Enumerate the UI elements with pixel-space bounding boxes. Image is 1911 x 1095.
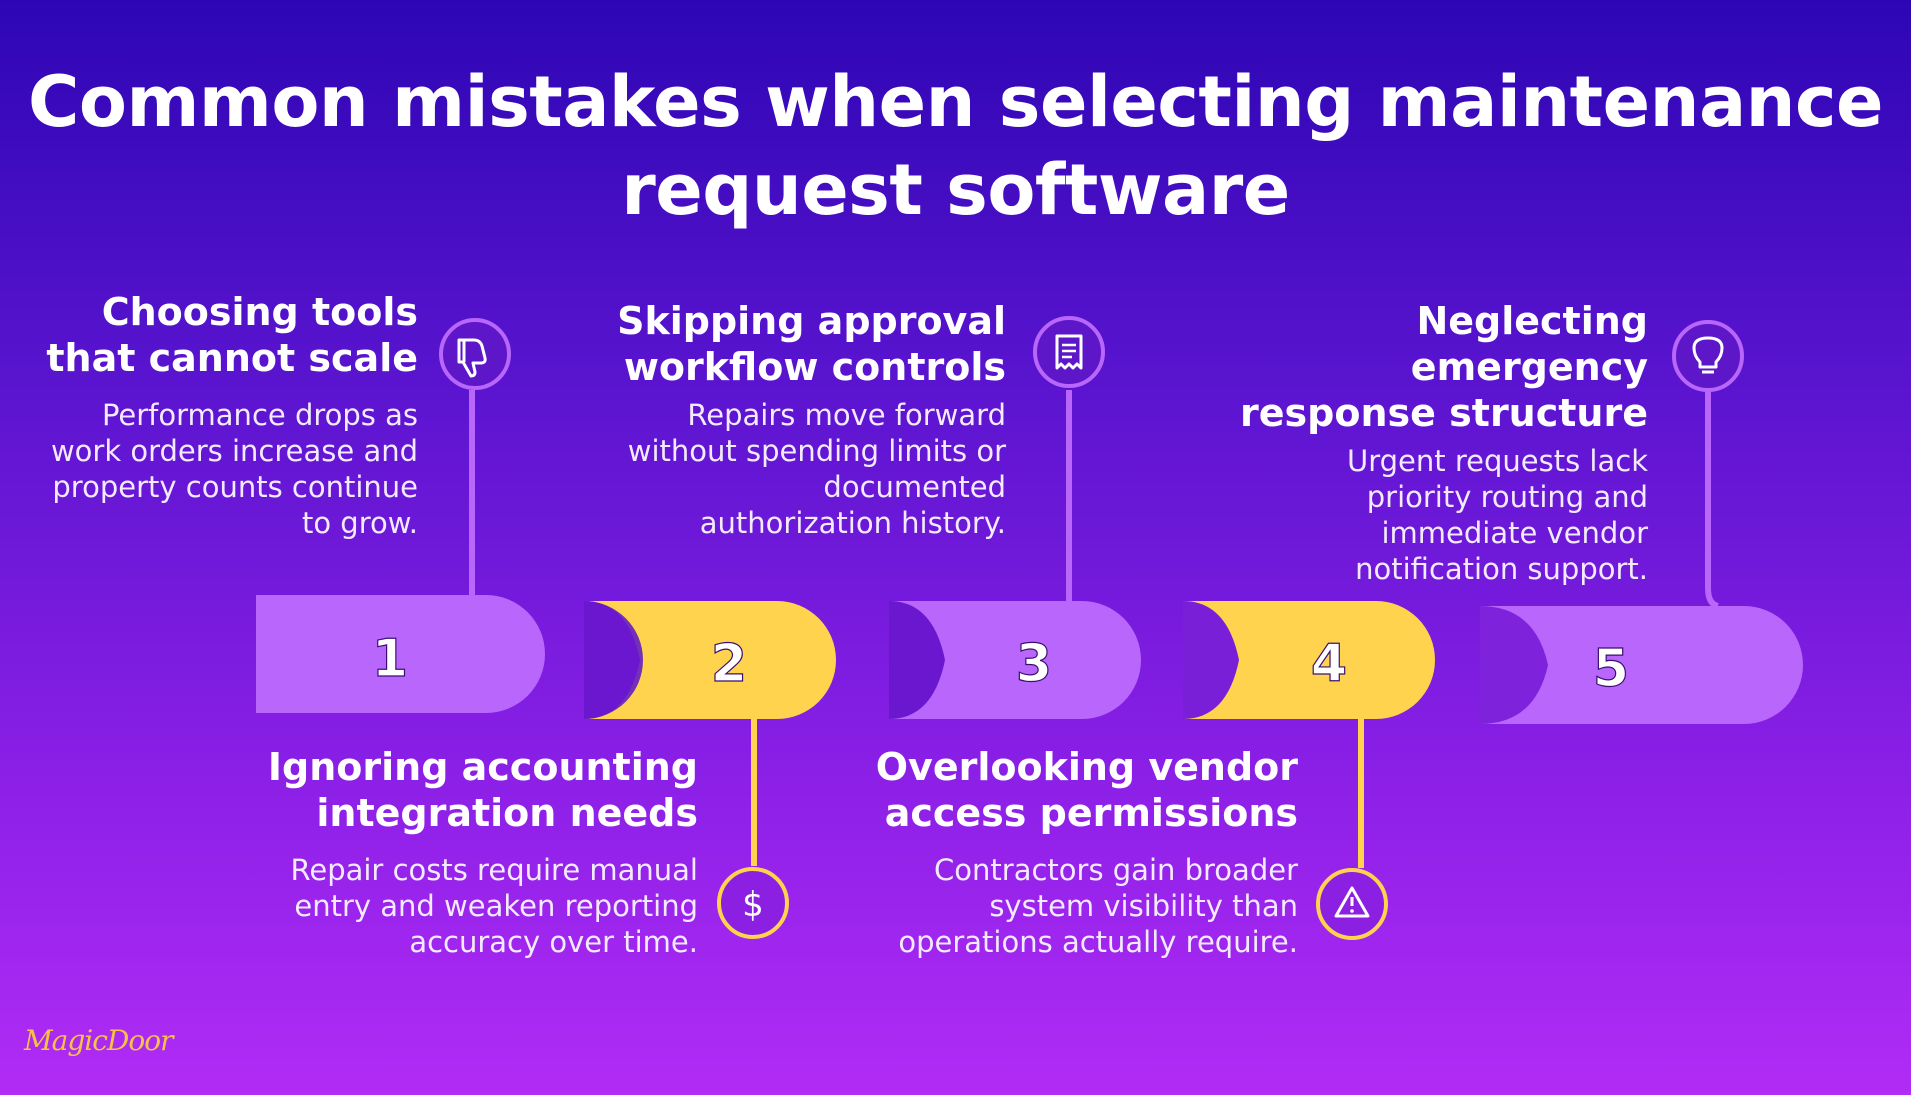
step-4-shape <box>1183 601 1435 719</box>
step-5-description-line: immediate vendor <box>1381 516 1648 550</box>
step-1-heading-line-2: that cannot scale <box>46 336 418 380</box>
step-2-description-line: accuracy over time. <box>409 925 698 959</box>
step-1-heading-line-1: Choosing tools <box>101 290 418 334</box>
step-2-text: Ignoring accounting integration needs Re… <box>250 744 698 960</box>
step-3-heading-line-2: workflow controls <box>623 345 1006 389</box>
step-3-heading: Skipping approval workflow controls <box>580 298 1006 390</box>
step-4-text: Overlooking vendor access permissions Co… <box>850 744 1298 960</box>
step-5-shape <box>1480 606 1803 724</box>
step-1-description-line: Performance drops as <box>101 398 418 432</box>
svg-text:$: $ <box>742 885 764 925</box>
step-2-description: Repair costs require manual entry and we… <box>250 852 699 960</box>
page-title: Common mistakes when selecting maintenan… <box>0 58 1911 234</box>
step-1-description-line: work orders increase and <box>50 434 418 468</box>
thumbs-down-icon <box>439 318 511 390</box>
step-3-number: 3 <box>1016 634 1052 694</box>
step-1-number: 1 <box>372 629 408 689</box>
step-5-text: Neglecting emergency response structure … <box>1170 298 1648 587</box>
step-1-text: Choosing tools that cannot scale Perform… <box>30 289 418 541</box>
warning-icon <box>1316 868 1388 940</box>
step-4-number: 4 <box>1311 634 1347 694</box>
step-4-heading-line-2: access permissions <box>884 791 1298 835</box>
step-1-description: Performance drops as work orders increas… <box>30 397 418 541</box>
title-line-2: request software <box>621 149 1290 231</box>
step-1-description-line: to grow. <box>301 506 418 540</box>
step-3-description: Repairs move forward without spending li… <box>580 397 1006 541</box>
title-line-1: Common mistakes when selecting maintenan… <box>28 61 1884 143</box>
step-2-description-line: Repair costs require manual <box>290 853 699 887</box>
step-5-number: 5 <box>1593 639 1629 699</box>
step-2-heading: Ignoring accounting integration needs <box>250 744 698 836</box>
receipt-icon <box>1033 316 1105 388</box>
step-3-shape <box>889 601 1141 719</box>
step-2-number: 2 <box>711 634 747 694</box>
step-3-description-line: authorization history. <box>699 506 1006 540</box>
step-4-heading-line-1: Overlooking vendor <box>875 745 1298 789</box>
step-5-heading: Neglecting emergency response structure <box>1170 298 1648 436</box>
step-1-description-line: property counts continue <box>52 470 418 504</box>
step-4-description-line: operations actually require. <box>898 925 1298 959</box>
connector-line-5 <box>1705 392 1719 609</box>
step-3-description-line: Repairs move forward <box>687 398 1006 432</box>
step-4-description-line: system visibility than <box>989 889 1298 923</box>
step-1-heading: Choosing tools that cannot scale <box>30 289 418 381</box>
dollar-icon: $ <box>717 867 789 939</box>
step-5-heading-line-2: response structure <box>1240 391 1648 435</box>
step-2-shape <box>584 601 836 719</box>
lightbulb-icon <box>1672 320 1744 392</box>
step-5-description-line: notification support. <box>1355 552 1648 586</box>
step-3-description-line: documented <box>823 470 1006 504</box>
step-5-description-line: Urgent requests lack <box>1347 444 1648 478</box>
step-2-heading-line-2: integration needs <box>316 791 698 835</box>
brand-logo: MagicDoor <box>24 1024 173 1057</box>
step-5-heading-line-1: Neglecting emergency <box>1410 299 1648 389</box>
step-2-description-line: entry and weaken reporting <box>294 889 698 923</box>
step-2-heading-line-1: Ignoring accounting <box>267 745 698 789</box>
step-3-description-line: without spending limits or <box>627 434 1006 468</box>
step-5-description-line: priority routing and <box>1366 480 1648 514</box>
step-1-shape <box>256 595 545 713</box>
step-4-description-line: Contractors gain broader <box>934 853 1298 887</box>
step-5-description: Urgent requests lack priority routing an… <box>1170 443 1648 587</box>
step-4-heading: Overlooking vendor access permissions <box>850 744 1298 836</box>
step-3-text: Skipping approval workflow controls Repa… <box>580 298 1006 541</box>
step-3-heading-line-1: Skipping approval <box>617 299 1006 343</box>
step-4-description: Contractors gain broader system visibili… <box>850 852 1298 960</box>
